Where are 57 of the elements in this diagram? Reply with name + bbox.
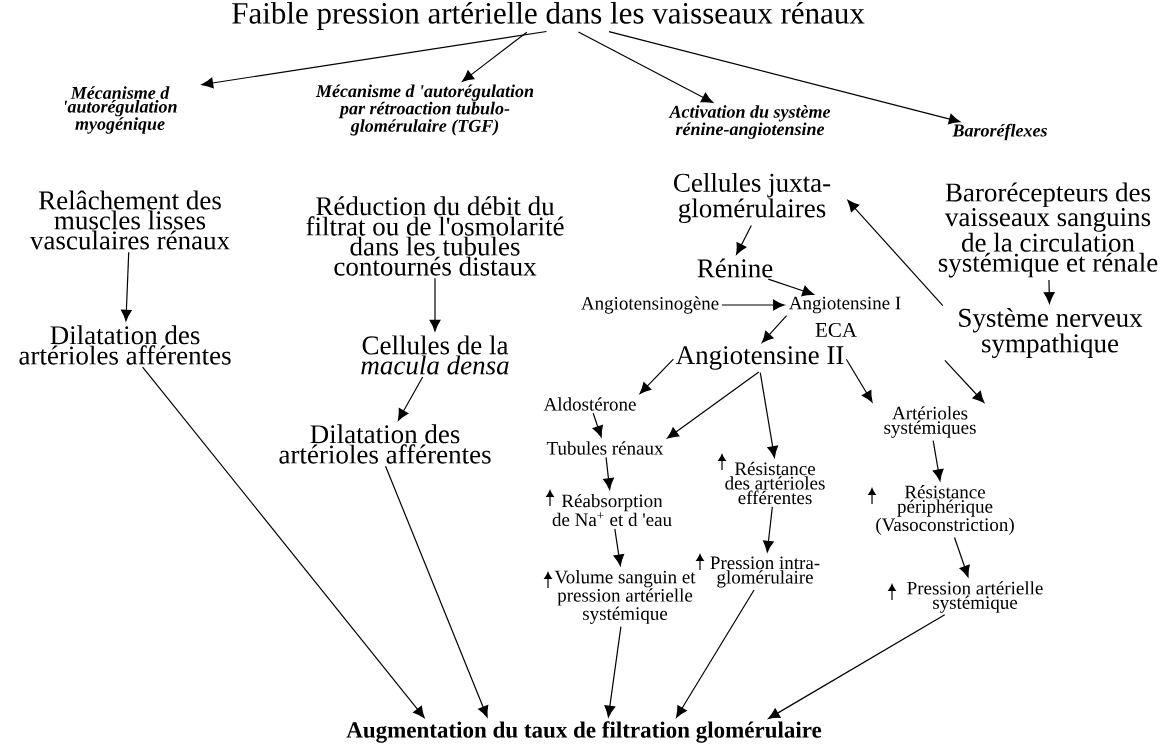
- arrow: [761, 315, 788, 343]
- step-text: Angiotensinogène: [581, 296, 719, 314]
- arrow: [429, 277, 441, 332]
- step-text: Réabsorption de Na$^{+}$ et d 'eau: [552, 493, 672, 527]
- arrow: [847, 200, 944, 307]
- step-text: Angiotensine I: [789, 296, 901, 314]
- arrow: [384, 465, 489, 718]
- step-text: Résistance des artérioles efférentes: [725, 461, 825, 505]
- arrow: [845, 358, 873, 403]
- arrow: [768, 614, 946, 719]
- step-text: Réduction du débit du filtrat ou de l'osmolarité dans les tubules contournés distaux: [306, 196, 564, 276]
- arrow: [639, 358, 674, 395]
- step-text: Rénine: [697, 258, 773, 278]
- mechanism-heading: Mécanisme d 'autorégulation par rétroaction tubulo-glomérulaire (TGF): [315, 84, 534, 136]
- arrow: [1043, 279, 1055, 304]
- mechanism-heading: Baroréflexes: [952, 123, 1047, 141]
- step-text: Cellules juxta-glomérulaires: [674, 172, 831, 224]
- arrow: [592, 412, 603, 438]
- arrow: [608, 31, 961, 125]
- arrow: [201, 30, 548, 89]
- step-text: Artérioles systémiques: [884, 406, 976, 438]
- arrow: [676, 589, 755, 718]
- step-text: Barorécepteurs des vaisseaux sanguins de la circulation systémique et rénale: [938, 182, 1158, 278]
- step-text: Aldostérone: [543, 397, 636, 411]
- mechanism-heading: Activation du système rénine-angiotensine: [668, 105, 831, 139]
- step-text: Relâchement des muscles lisses vasculaires rénaux: [29, 190, 230, 250]
- arrow: [763, 506, 774, 553]
- arrow: [613, 528, 625, 566]
- step-text: Angiotensine II: [675, 346, 844, 370]
- step-text: Dilatation des artérioles afférentes: [279, 424, 491, 464]
- arrow: [142, 366, 425, 718]
- step-text: Cellules de la macula densa: [361, 335, 509, 375]
- step-text: Faible pression artérielle dans les vaisseaux rénaux: [232, 1, 865, 31]
- step-text: Dilatation des artérioles afférentes: [19, 325, 231, 365]
- arrow: [721, 299, 785, 311]
- step-text: Système nerveux sympathique: [959, 307, 1143, 359]
- arrow: [759, 371, 779, 458]
- step-text: Pression artérielle systémique: [907, 581, 1043, 613]
- step-text: Pression intra-glomérulaire: [710, 556, 820, 588]
- arrow: [397, 376, 424, 421]
- arrow: [932, 439, 944, 481]
- edge-label: ECA: [814, 321, 858, 339]
- arrow: [120, 251, 132, 322]
- step-text: Volume sanguin et pression artérielle systémique: [554, 570, 696, 624]
- arrow: [604, 626, 622, 718]
- outcome-text: Augmentation du taux de filtration glomérulaire: [346, 721, 822, 743]
- arrow: [944, 359, 985, 403]
- arrow: [736, 224, 752, 255]
- mechanism-heading: Mécanisme d 'autorégulation myogénique: [64, 86, 177, 134]
- step-text: Tubules rénaux: [546, 441, 664, 455]
- step-text: Résistance périphérique (Vasoconstriction): [876, 485, 1014, 535]
- arrow: [953, 536, 970, 578]
- arrow: [462, 31, 528, 82]
- arrow: [666, 371, 760, 439]
- arrow: [577, 31, 714, 103]
- arrow: [767, 278, 814, 297]
- arrow: [603, 456, 614, 490]
